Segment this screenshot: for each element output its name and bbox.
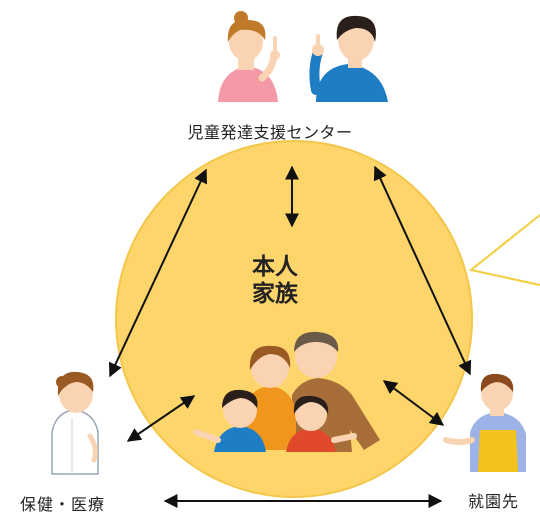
top-node-label: 児童発達支援センター (187, 123, 353, 142)
nurse-figure (51, 371, 99, 475)
arrow-top-left (108, 168, 208, 378)
center-label-line1: 本人 (252, 254, 298, 280)
man-pointing-figure (309, 15, 388, 102)
right-node-label: 就園先 (468, 492, 520, 511)
center-label-line2: 家族 (252, 281, 298, 307)
left-node-label: 保健・医療 (20, 495, 106, 514)
arrow-top-right (373, 165, 472, 376)
callout-tail (468, 214, 540, 286)
connector-arrows (108, 165, 472, 508)
teacher-figure (443, 373, 526, 472)
arrow-center-left (126, 395, 196, 442)
arrow-center-right (382, 380, 445, 426)
family-figure (193, 331, 380, 452)
center-node-label: 本人 家族 (210, 254, 340, 308)
woman-pointing-figure (218, 11, 280, 102)
